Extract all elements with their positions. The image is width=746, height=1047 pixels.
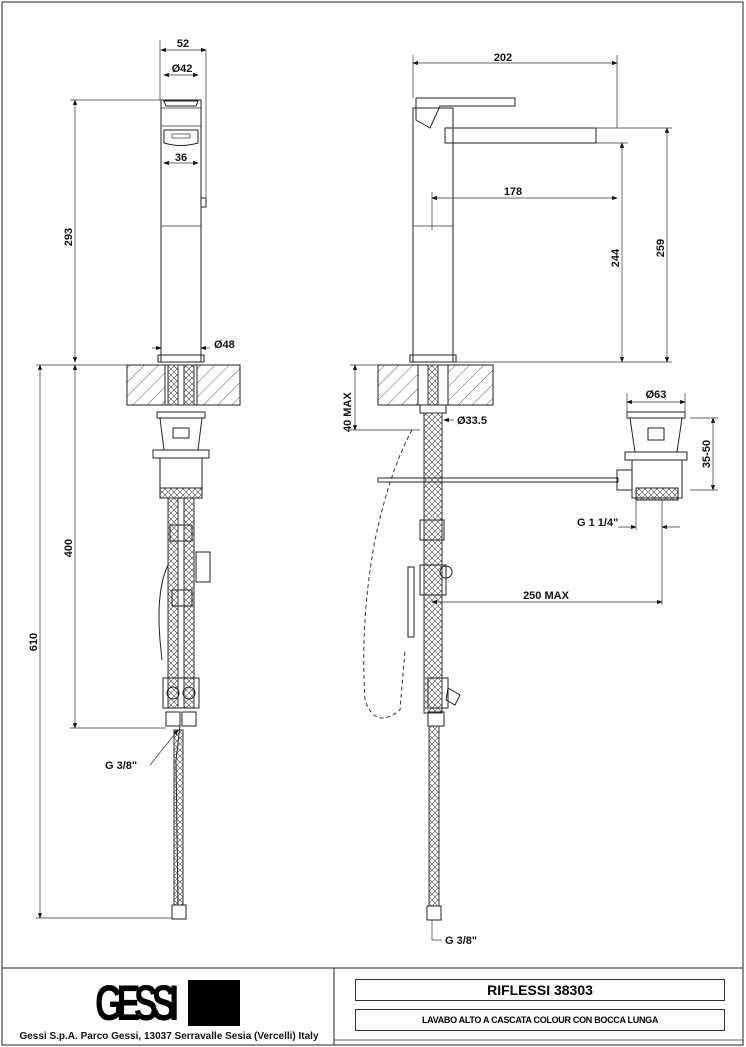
label-g1-1-4: G 1 1/4": [577, 517, 618, 529]
product-title: RIFLESSI 38303: [355, 979, 725, 1001]
product-description: LAVABO ALTO A CASCATA COLOUR CON BOCCA L…: [355, 1009, 725, 1031]
logo-text: GESSI: [95, 975, 179, 1031]
pop-up-waste: [626, 411, 686, 419]
dim-244: 244: [610, 248, 622, 267]
dim-35-50: 35-50: [701, 440, 713, 468]
company-address: Gessi S.p.A. Parco Gessi, 13037 Serraval…: [19, 1031, 319, 1042]
dim-dia-63: Ø63: [646, 389, 667, 401]
dim-dia-33-5: Ø33.5: [457, 415, 487, 427]
faucet-body-side: [160, 99, 202, 363]
front-view: 202 178 244 259 40 MAX Ø33.5: [342, 52, 718, 947]
dim-259: 259: [655, 239, 667, 257]
lever-handle: [415, 97, 516, 129]
dim-36: 36: [175, 152, 187, 164]
gessi-logo: GESSI: [95, 975, 240, 1031]
dim-610: 610: [28, 633, 40, 651]
side-view: 52 Ø42 36 293 Ø48: [28, 38, 241, 920]
pop-up-rod: [377, 477, 619, 483]
logo-square: [188, 980, 240, 1026]
faucet-body-front: [412, 107, 454, 363]
label-g38-side: G 3/8": [105, 760, 137, 772]
dim-250-max: 250 MAX: [523, 590, 570, 602]
dim-202: 202: [494, 52, 512, 64]
dim-400: 400: [63, 539, 75, 557]
dim-52: 52: [177, 38, 189, 50]
spout: [444, 127, 597, 144]
dim-dia-42: Ø42: [172, 63, 193, 75]
dim-178: 178: [504, 186, 522, 198]
label-g38-front: G 3/8": [445, 935, 477, 947]
dim-40-max: 40 MAX: [342, 392, 354, 432]
dim-293: 293: [63, 228, 75, 246]
dim-dia-48: Ø48: [214, 339, 235, 351]
